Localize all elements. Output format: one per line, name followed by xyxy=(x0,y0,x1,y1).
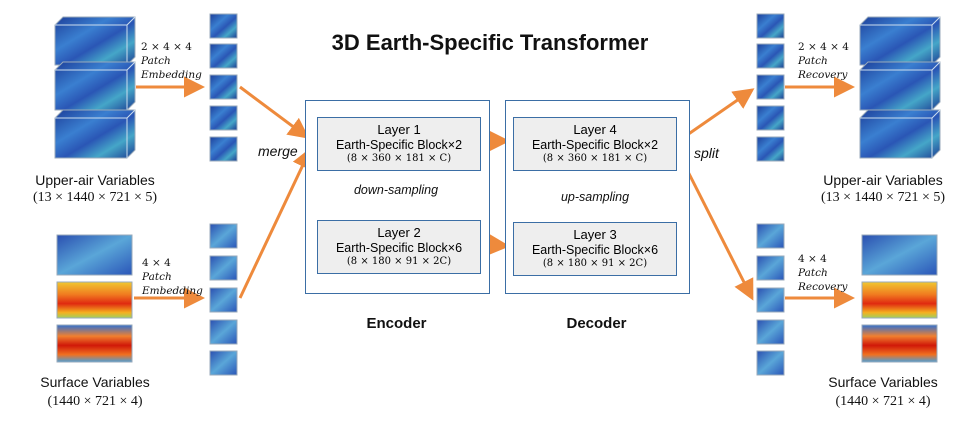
decoder-layer-3: Layer 3 Earth-Specific Block×6 (8 × 180 … xyxy=(513,222,677,276)
upper-air-output-dims: (13 × 1440 × 721 × 5) xyxy=(820,190,945,205)
surface-input-stack xyxy=(56,234,133,363)
upper-air-recovery-size: 2 × 4 × 4 xyxy=(798,41,849,53)
flow-arrows xyxy=(134,76,855,309)
layer-name: Layer 3 xyxy=(573,227,617,242)
upper-air-input-name: Upper-air Variables xyxy=(35,172,155,188)
surface-input-name: Surface Variables xyxy=(40,374,150,390)
surface-output-stack xyxy=(861,234,938,363)
upper-air-input-stack xyxy=(54,16,136,159)
layer-dims: (8 × 360 × 181 × C) xyxy=(542,153,648,164)
decoder-layer-4: Layer 4 Earth-Specific Block×2 (8 × 360 … xyxy=(513,117,677,171)
embedding-word: Embedding xyxy=(141,69,202,81)
merge-arrow-top xyxy=(239,85,310,139)
upper-air-output-patches xyxy=(756,13,785,162)
merge-arrow-bottom xyxy=(238,147,312,299)
upper-air-output-stack xyxy=(859,16,941,159)
merge-label: merge xyxy=(258,143,298,159)
surface-input-patches xyxy=(209,223,238,376)
layer-block: Earth-Specific Block×6 xyxy=(335,241,463,255)
recovery-word: Recovery xyxy=(798,281,848,293)
layer-name: Layer 4 xyxy=(573,122,617,137)
diagram-title: 3D Earth-Specific Transformer xyxy=(331,30,649,55)
upper-air-output-name: Upper-air Variables xyxy=(823,172,943,188)
decoder-label: Decoder xyxy=(566,315,627,332)
surface-output-dims: (1440 × 721 × 4) xyxy=(835,394,931,409)
embedding-word: Embedding xyxy=(142,285,203,297)
surface-patch-size: 4 × 4 xyxy=(142,257,171,269)
upper-air-recovery-label: 2 × 4 × 4 Patch Recovery xyxy=(798,40,849,82)
layer-block: Earth-Specific Block×2 xyxy=(531,138,659,152)
upper-air-input-patches xyxy=(209,13,238,162)
split-label: split xyxy=(694,145,719,161)
encoder-layer-1: Layer 1 Earth-Specific Block×2 (8 × 360 … xyxy=(317,117,481,171)
encoder-label: Encoder xyxy=(366,315,427,332)
up-sampling-label: up-sampling xyxy=(560,190,630,204)
patch-word: Patch xyxy=(141,55,171,67)
encoder-layer-2: Layer 2 Earth-Specific Block×6 (8 × 180 … xyxy=(317,220,481,274)
surface-recovery-size: 4 × 4 xyxy=(798,253,827,265)
upper-air-patch-size: 2 × 4 × 4 xyxy=(141,41,192,53)
layer-name: Layer 2 xyxy=(377,225,421,240)
layer-block: Earth-Specific Block×2 xyxy=(335,138,463,152)
surface-output-name: Surface Variables xyxy=(828,374,938,390)
surface-output-patches xyxy=(756,223,785,376)
down-sampling-label: down-sampling xyxy=(353,183,439,197)
layer-dims: (8 × 360 × 181 × C) xyxy=(346,153,452,164)
patch-word: Patch xyxy=(798,55,828,67)
patch-word: Patch xyxy=(142,271,172,283)
surface-input-dims: (1440 × 721 × 4) xyxy=(47,394,143,409)
layer-block: Earth-Specific Block×6 xyxy=(531,243,659,257)
surface-recovery-label: 4 × 4 Patch Recovery xyxy=(798,252,847,294)
recovery-word: Recovery xyxy=(798,69,848,81)
layer-dims: (8 × 180 × 91 × 2C) xyxy=(542,258,648,269)
layer-name: Layer 1 xyxy=(377,122,421,137)
upper-air-patch-label: 2 × 4 × 4 Patch Embedding xyxy=(141,40,202,82)
layer-dims: (8 × 180 × 91 × 2C) xyxy=(346,256,452,267)
surface-patch-label: 4 × 4 Patch Embedding xyxy=(142,256,203,298)
upper-air-input-dims: (13 × 1440 × 721 × 5) xyxy=(32,190,157,205)
patch-word: Patch xyxy=(798,267,828,279)
